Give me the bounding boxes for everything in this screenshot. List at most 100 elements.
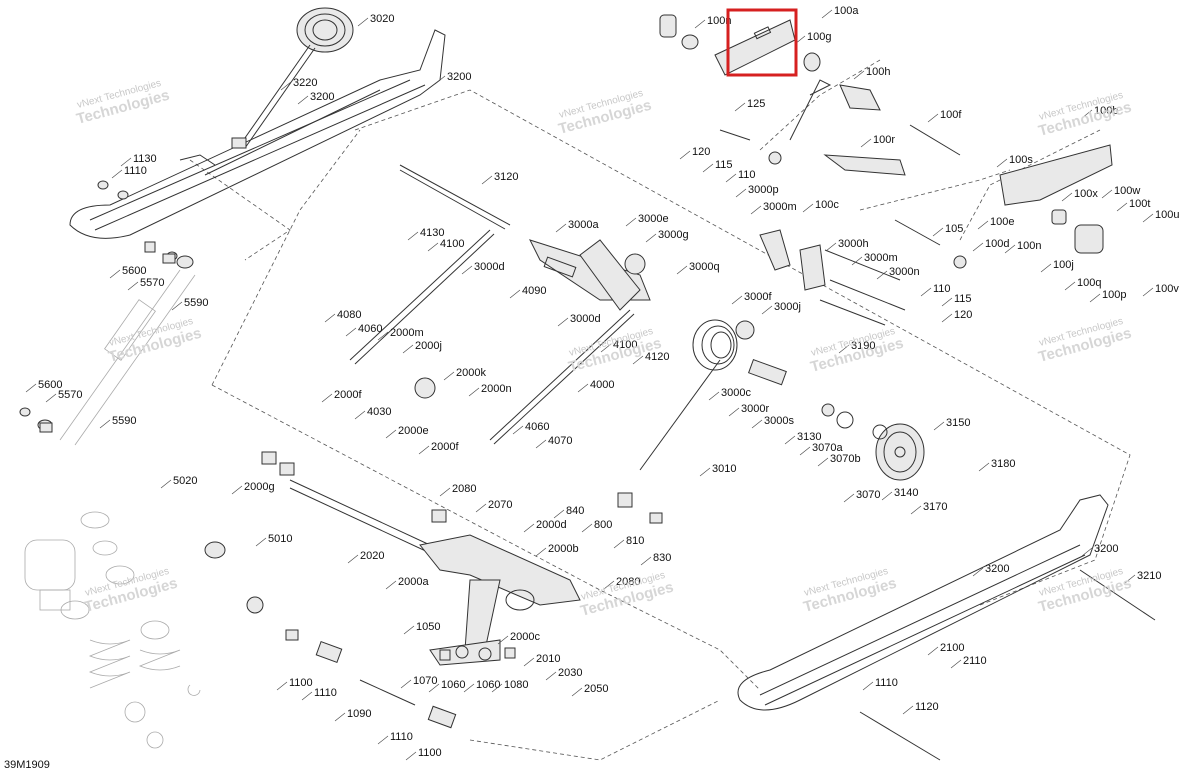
leader-line bbox=[728, 407, 740, 417]
leader-line bbox=[407, 231, 419, 241]
leader-line bbox=[972, 242, 984, 252]
callout-label-2000a: 2000a bbox=[398, 576, 429, 588]
leader-line bbox=[354, 410, 366, 420]
callout-label-100j: 100j bbox=[1053, 259, 1074, 271]
callout-label-2000m: 2000m bbox=[390, 327, 424, 339]
rod-3190 bbox=[819, 299, 886, 326]
leader-line bbox=[751, 419, 763, 429]
callout-label-2110: 2110 bbox=[963, 655, 987, 667]
callout-label-115: 115 bbox=[954, 293, 972, 305]
rod-3000n bbox=[829, 279, 906, 311]
leader-line bbox=[731, 295, 743, 305]
callout-label-1110: 1110 bbox=[124, 165, 147, 177]
leader-line bbox=[443, 371, 455, 381]
dashed-frame-shock bbox=[189, 159, 291, 261]
callout-label-3000e: 3000e bbox=[638, 213, 669, 225]
leader-line bbox=[1064, 281, 1076, 291]
leader-line bbox=[403, 625, 415, 635]
callout-label-3010: 3010 bbox=[712, 463, 736, 475]
leader-line bbox=[171, 301, 183, 311]
callout-label-1070: 1070 bbox=[413, 675, 437, 687]
callout-label-3120: 3120 bbox=[494, 171, 518, 183]
leader-line bbox=[799, 446, 811, 456]
callout-label-1060: 1060 bbox=[441, 679, 465, 691]
leader-line bbox=[927, 646, 939, 656]
callout-label-2000j: 2000j bbox=[415, 340, 442, 352]
callout-label-3140: 3140 bbox=[894, 487, 918, 499]
callout-label-1100: 1100 bbox=[289, 677, 313, 689]
leader-line bbox=[613, 539, 625, 549]
callout-label-1080: 1080 bbox=[504, 679, 528, 691]
drawing-id: 39M1909 bbox=[4, 759, 50, 771]
callout-label-2000k: 2000k bbox=[456, 367, 486, 379]
leader-line bbox=[109, 269, 121, 279]
leader-line bbox=[557, 317, 569, 327]
leader-line bbox=[694, 19, 706, 29]
leader-line bbox=[463, 683, 475, 693]
callout-label-3170: 3170 bbox=[923, 501, 947, 513]
leader-line bbox=[400, 679, 412, 689]
leader-line bbox=[640, 556, 652, 566]
callout-label-2080: 2080 bbox=[616, 576, 640, 588]
callout-label-3000m: 3000m bbox=[864, 252, 898, 264]
leader-line bbox=[321, 393, 333, 403]
callout-label-1120: 1120 bbox=[915, 701, 939, 713]
leader-line bbox=[276, 681, 288, 691]
leader-line bbox=[932, 227, 944, 237]
leader-line bbox=[523, 657, 535, 667]
callout-label-100r: 100r bbox=[873, 134, 895, 146]
leader-line bbox=[761, 305, 773, 315]
leader-line bbox=[725, 173, 737, 183]
leader-line bbox=[645, 233, 657, 243]
leader-line bbox=[439, 487, 451, 497]
callout-label-1110: 1110 bbox=[390, 731, 413, 743]
leader-line bbox=[1089, 293, 1101, 303]
callout-label-4060: 4060 bbox=[525, 421, 549, 433]
idler-wheel-3070 bbox=[872, 423, 925, 481]
leader-line bbox=[977, 220, 989, 230]
leader-line bbox=[750, 205, 762, 215]
callout-label-810: 810 bbox=[626, 535, 644, 547]
callout-label-3200: 3200 bbox=[447, 71, 471, 83]
callout-label-105: 105 bbox=[945, 223, 963, 235]
leader-line bbox=[120, 157, 132, 167]
callout-label-3000j: 3000j bbox=[774, 301, 801, 313]
callout-label-3180: 3180 bbox=[991, 458, 1015, 470]
leader-line bbox=[581, 523, 593, 533]
highlight-box-100a[interactable] bbox=[726, 8, 798, 77]
callout-label-120: 120 bbox=[692, 146, 710, 158]
callout-label-1090: 1090 bbox=[347, 708, 371, 720]
leader-line bbox=[927, 113, 939, 123]
leader-line bbox=[468, 387, 480, 397]
leader-line bbox=[324, 313, 336, 323]
leader-line bbox=[910, 505, 922, 515]
callout-label-2070: 2070 bbox=[488, 499, 512, 511]
leader-line bbox=[434, 75, 446, 85]
callout-label-110: 110 bbox=[738, 169, 756, 181]
leader-line bbox=[127, 281, 139, 291]
callout-label-3130: 3130 bbox=[797, 431, 821, 443]
callout-label-4100: 4100 bbox=[440, 238, 464, 250]
leader-line bbox=[851, 256, 863, 266]
callout-label-100s: 100s bbox=[1009, 154, 1033, 166]
callout-label-3070b: 3070b bbox=[830, 453, 861, 465]
leader-line bbox=[699, 467, 711, 477]
callout-label-3190: 3190 bbox=[851, 340, 875, 352]
callout-label-2030: 2030 bbox=[558, 667, 582, 679]
callout-label-800: 800 bbox=[594, 519, 612, 531]
leader-line bbox=[301, 691, 313, 701]
leader-line bbox=[535, 547, 547, 557]
leader-line bbox=[523, 523, 535, 533]
leader-line bbox=[860, 138, 872, 148]
callout-label-100a: 100a bbox=[834, 5, 859, 17]
callout-label-100h: 100h bbox=[866, 66, 890, 78]
leader-line bbox=[427, 242, 439, 252]
leader-line bbox=[881, 491, 893, 501]
callout-label-100g: 100g bbox=[807, 31, 831, 43]
callout-label-2000d: 2000d bbox=[536, 519, 567, 531]
callout-label-2000g: 2000g bbox=[244, 481, 275, 493]
callout-label-1060: 1060 bbox=[476, 679, 500, 691]
callout-label-3070: 3070 bbox=[856, 489, 880, 501]
callout-label-5570: 5570 bbox=[58, 389, 82, 401]
